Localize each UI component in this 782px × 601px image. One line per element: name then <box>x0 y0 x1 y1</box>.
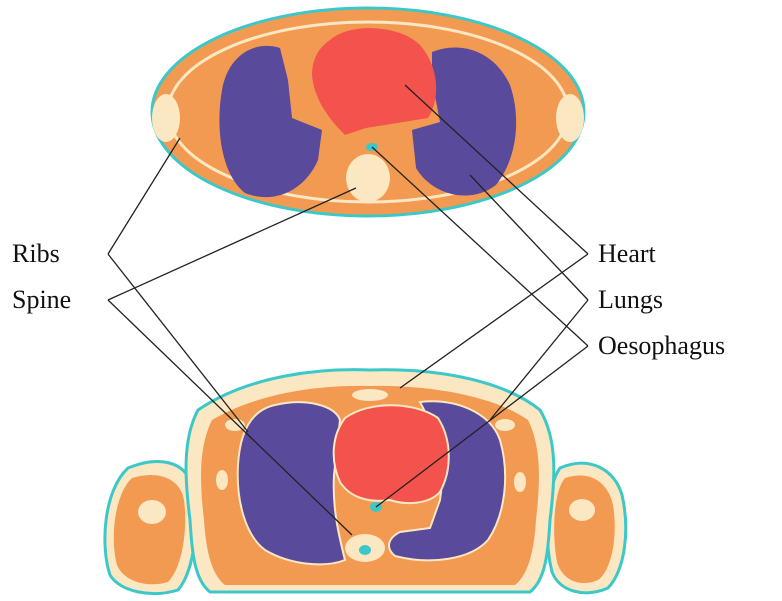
ct-model <box>105 370 626 594</box>
ribs-leader-top <box>108 138 180 254</box>
label-lungs: Lungs <box>598 285 663 314</box>
ct-right-humerus <box>569 499 595 521</box>
lungs-leader-bottom <box>490 300 588 420</box>
ct-left-arm-muscle <box>114 475 185 584</box>
ct-spinal-canal <box>359 545 371 555</box>
label-oesophagus: Oesophagus <box>598 331 725 360</box>
ct-sternum <box>352 389 388 401</box>
phantom-rib-left <box>152 94 180 142</box>
ct-heart <box>334 405 449 503</box>
ct-left-humerus <box>138 500 166 524</box>
ct-rib-l2 <box>216 470 228 490</box>
ct-rib-r2 <box>514 472 526 492</box>
ct-right-arm-muscle <box>554 476 615 584</box>
phantom-spine <box>346 154 390 202</box>
phantom-model <box>152 8 584 216</box>
labels: Ribs Spine Heart Lungs Oesophagus <box>12 239 725 360</box>
ct-rib-r1 <box>495 419 515 431</box>
label-heart: Heart <box>598 239 657 268</box>
label-spine: Spine <box>12 285 71 314</box>
spine-leader-top <box>108 188 356 300</box>
label-ribs: Ribs <box>12 239 60 268</box>
ribs-leader-bottom <box>108 254 248 432</box>
phantom-rib-right <box>556 94 584 142</box>
